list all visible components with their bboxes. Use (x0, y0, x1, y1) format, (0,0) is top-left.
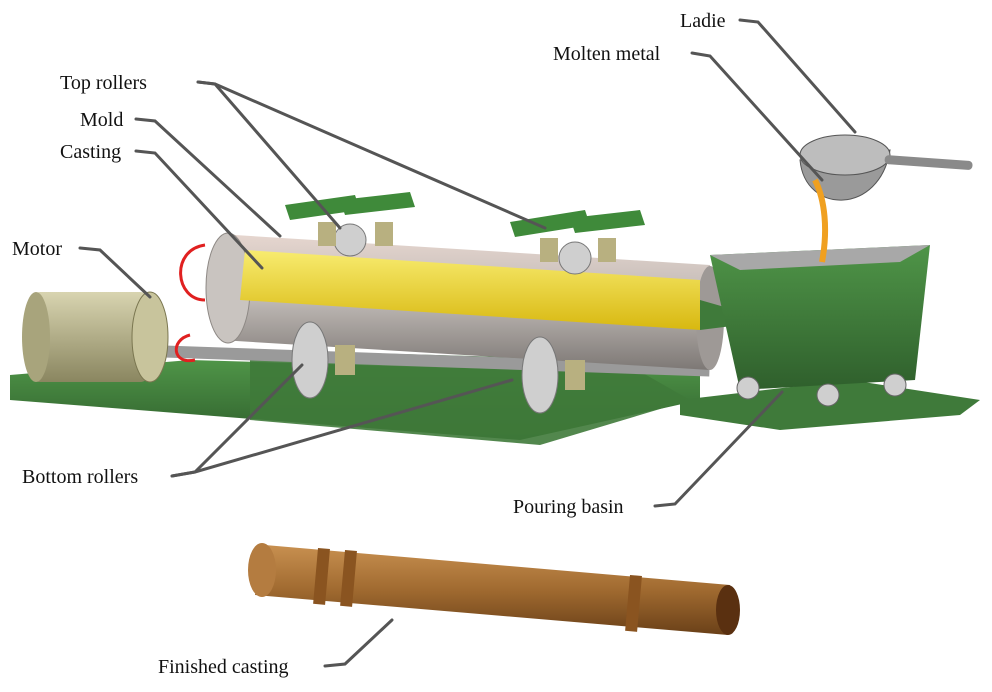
label-pouring-basin: Pouring basin (513, 496, 624, 518)
leader-lines (78, 18, 857, 668)
motor (22, 291, 169, 383)
ladle (799, 134, 973, 263)
label-top-rollers: Top rollers (60, 72, 147, 94)
label-casting: Casting (60, 141, 121, 163)
label-motor: Motor (12, 238, 62, 260)
label-ladle: Ladie (680, 10, 726, 32)
top-roller (510, 210, 645, 275)
label-finished-casting: Finished casting (158, 656, 289, 678)
label-bottom-rollers: Bottom rollers (22, 466, 138, 488)
bottom-roller (291, 321, 355, 399)
bottom-roller (521, 336, 585, 414)
label-mold: Mold (80, 109, 123, 131)
finished-casting (248, 543, 740, 635)
casting (240, 250, 700, 330)
rotation-arrow-icon (174, 243, 206, 363)
label-molten-metal: Molten metal (553, 43, 661, 65)
molten-metal (812, 178, 829, 263)
pouring-basin (710, 245, 930, 407)
